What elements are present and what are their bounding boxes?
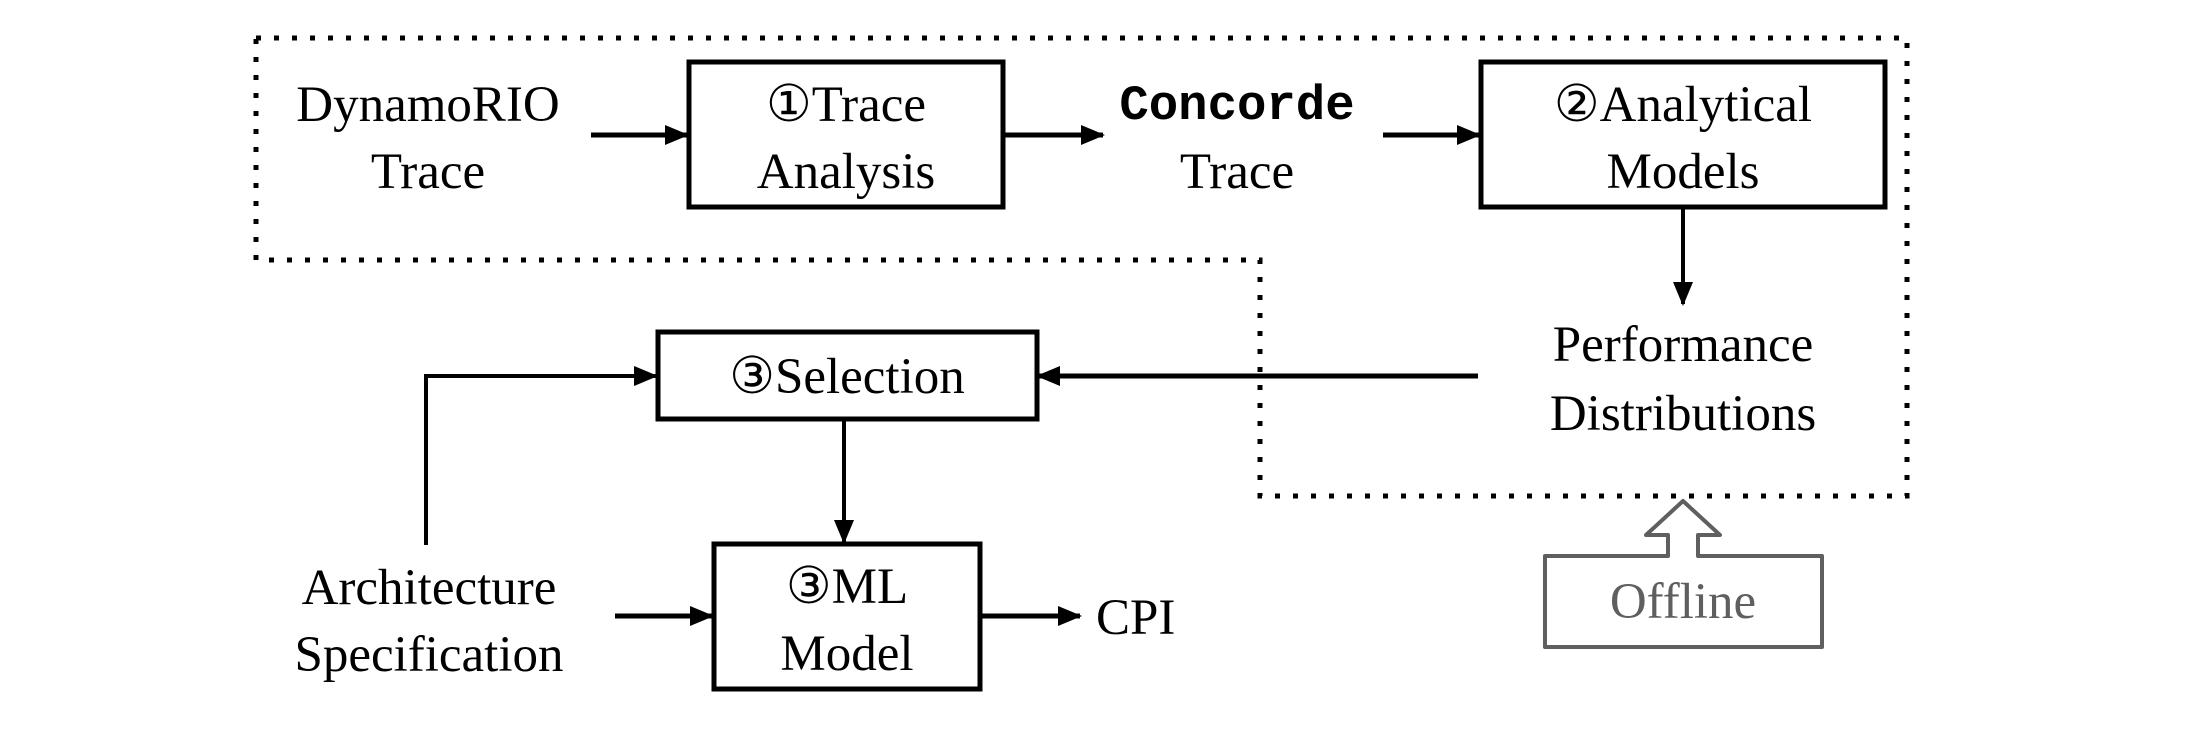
offline-label: Offline <box>1610 574 1756 630</box>
offline-callout: Offline <box>1543 499 1824 649</box>
dynamorio-trace-line-1: DynamoRIO <box>296 77 559 133</box>
performance-distributions-line-1: Performance <box>1553 317 1814 373</box>
ml-model-line-1: ③ML <box>786 559 908 615</box>
architecture-specification-line-1: Architecture <box>302 560 557 616</box>
analytical-models-line-1: ②Analytical <box>1554 77 1812 133</box>
selection-label: ③Selection <box>729 349 965 405</box>
offline-region-border <box>253 35 1910 499</box>
dynamorio-trace-line-2: Trace <box>371 144 485 200</box>
trace-analysis-line-2: Analysis <box>757 144 936 200</box>
concorde-trace-line-2: Trace <box>1180 144 1294 200</box>
selection-box: ③Selection <box>655 329 1040 422</box>
trace-analysis-line-1: ①Trace <box>766 77 926 133</box>
offline-up-arrow-icon <box>1543 499 1824 649</box>
ml-model-line-2: Model <box>780 626 913 682</box>
architecture-specification-node: Architecture Specification <box>294 560 563 683</box>
architecture-specification-line-2: Specification <box>294 627 563 683</box>
concorde-trace-line-1: Concorde <box>1119 78 1354 134</box>
performance-distributions-line-2: Distributions <box>1550 386 1816 442</box>
dynamorio-trace-node: DynamoRIO Trace <box>296 77 559 200</box>
concorde-trace-node: Concorde Trace <box>1119 78 1354 200</box>
trace-analysis-box: ①Trace Analysis <box>686 59 1006 210</box>
analytical-models-box: ②Analytical Models <box>1478 59 1888 210</box>
arrow-architecture-to-selection <box>424 366 658 545</box>
analytical-models-line-2: Models <box>1607 144 1760 200</box>
ml-model-box: ③ML Model <box>711 541 983 692</box>
cpi-label: CPI <box>1096 590 1175 646</box>
performance-distributions-node: Performance Distributions <box>1550 317 1816 442</box>
